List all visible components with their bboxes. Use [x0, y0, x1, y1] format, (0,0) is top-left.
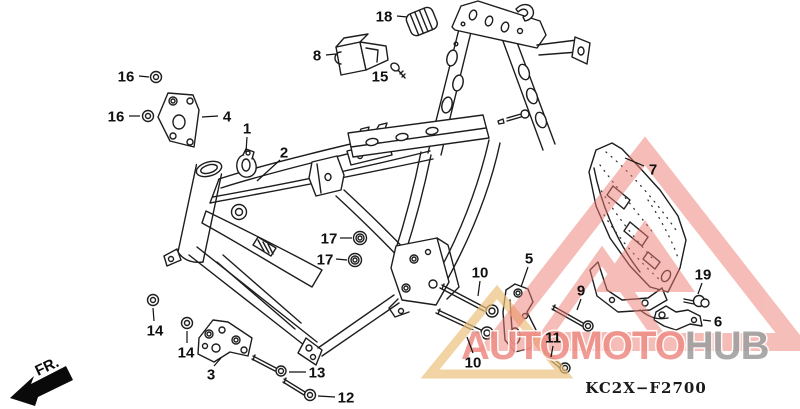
rear-subframe [347, 0, 591, 158]
callout-12: 12 [317, 390, 355, 407]
bolt-19 [683, 294, 710, 308]
callout-3: 3 [207, 357, 222, 384]
callout-6: 6 [702, 314, 722, 331]
callout-number: 14 [178, 345, 195, 362]
callout-number: 9 [577, 283, 585, 300]
callout-leader-line [256, 159, 281, 182]
part-1-clamp [236, 148, 257, 178]
nut-14a [146, 293, 160, 307]
callout-leader-line [624, 157, 645, 167]
callout-leader-line [325, 53, 337, 56]
callout-leader-line [396, 15, 408, 18]
callout-leader-line [466, 336, 474, 354]
callout-number: 12 [338, 390, 355, 407]
callout-4: 4 [201, 109, 232, 126]
bolt-12 [282, 377, 317, 402]
callout-leader-line [201, 115, 219, 118]
callout-8: 8 [313, 48, 337, 65]
callout-leader-line [317, 395, 336, 398]
callout-leader-line [477, 280, 481, 297]
callout-leader-line [138, 75, 150, 78]
callout-number: 14 [147, 323, 164, 340]
callout-leader-line [550, 345, 554, 358]
callout-17: 17 [317, 252, 348, 269]
watermark-brand-secondary: HUB [685, 324, 769, 368]
callout-14: 14 [178, 331, 195, 362]
callout-11: 11 [545, 330, 561, 358]
callout-number: 19 [695, 267, 712, 284]
callout-leader-line [520, 266, 529, 288]
callout-number: 17 [321, 231, 338, 248]
callout-leader-line [335, 258, 348, 261]
callout-leader-line [702, 319, 712, 322]
callout-10: 10 [465, 336, 482, 372]
callout-number: 2 [280, 145, 288, 162]
nut-14b [180, 316, 194, 330]
callout-leader-line [697, 282, 703, 295]
callout-1: 1 [243, 121, 251, 153]
fr-arrow-icon [10, 366, 73, 406]
callout-18: 18 [376, 9, 408, 26]
callout-9: 9 [576, 283, 585, 311]
callout-leader-line [245, 136, 248, 153]
callout-14: 14 [147, 307, 164, 340]
callout-number: 16 [108, 109, 125, 126]
callout-number: 11 [545, 330, 561, 347]
callout-15: 15 [372, 69, 389, 86]
callout-leader-line [152, 307, 155, 322]
callout-number: 8 [313, 48, 321, 65]
callout-19: 19 [695, 267, 712, 295]
callout-number: 15 [372, 69, 389, 86]
callout-7: 7 [624, 157, 657, 179]
callout-number: 4 [223, 109, 232, 126]
callout-number: 10 [472, 265, 489, 282]
callout-number: 17 [317, 252, 334, 269]
callout-number: 10 [465, 355, 482, 372]
nut-16b [141, 109, 155, 123]
callout-16: 16 [108, 109, 140, 126]
callout-16: 16 [118, 69, 150, 86]
nut-17a [352, 230, 368, 246]
watermark-triangle-inner [532, 245, 672, 344]
watermark-brand-primary: AUTOMOTO [461, 324, 685, 368]
bolt-13 [251, 354, 287, 377]
steering-head-tube [163, 160, 223, 267]
part-8-bracket [334, 33, 389, 76]
part-6-bracket [653, 305, 703, 331]
callout-number: 16 [118, 69, 135, 86]
nut-17b [347, 252, 363, 268]
part-15-screw [390, 62, 406, 79]
callout-number: 13 [309, 365, 326, 382]
nut-16a [149, 70, 163, 84]
callout-number: 5 [525, 251, 533, 268]
callout-13: 13 [289, 365, 325, 382]
callout-number: 6 [714, 314, 722, 331]
callout-17: 17 [321, 231, 352, 248]
part-4-bracket [157, 92, 200, 148]
part-code-label: KC2X−F2700 [585, 379, 707, 397]
fr-direction-arrow: FR. [10, 354, 73, 406]
watermark-text: AUTOMOTOHUB [461, 324, 769, 368]
callout-10: 10 [472, 265, 489, 297]
callout-number: 3 [207, 367, 215, 384]
callout-leader-line [213, 357, 222, 367]
callout-2: 2 [256, 145, 288, 182]
callout-number: 7 [649, 162, 657, 179]
callout-leader-line [576, 298, 582, 311]
callout-number: 1 [243, 121, 251, 138]
part-18-damper [405, 6, 438, 37]
watermark-logo: AUTOMOTOHUB [420, 136, 800, 379]
callout-5: 5 [520, 251, 533, 288]
callout-number: 18 [376, 9, 393, 26]
part-3-bracket [197, 319, 253, 363]
